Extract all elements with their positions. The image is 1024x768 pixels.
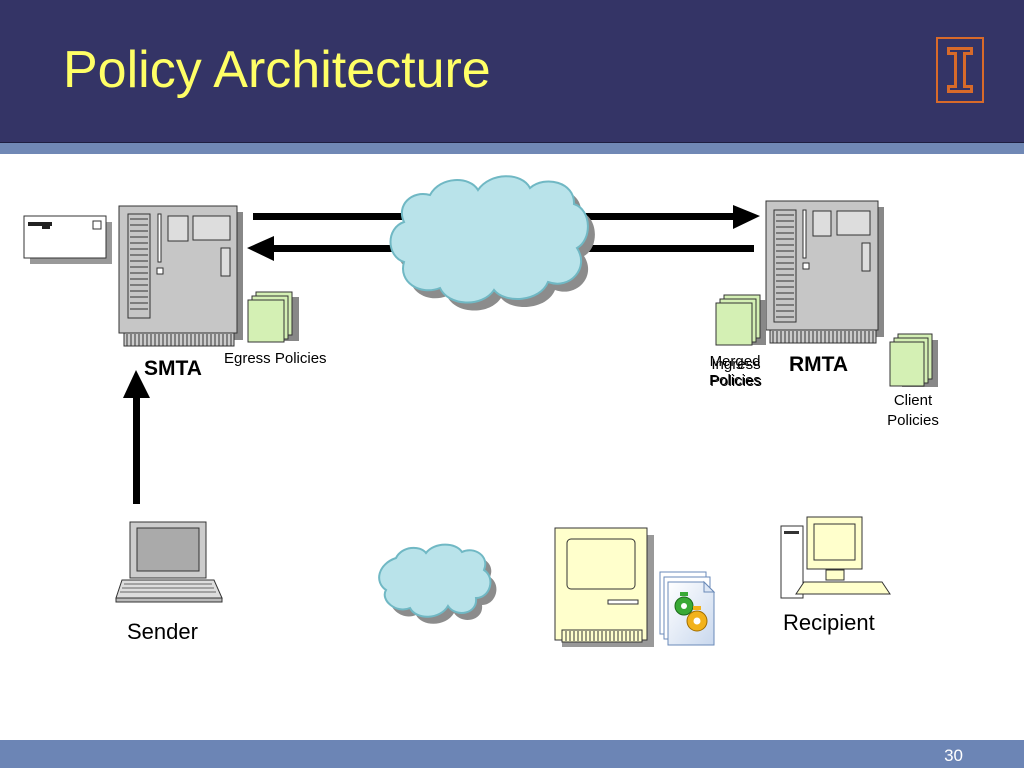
architecture-diagram: [23, 175, 938, 647]
client-policies-document-icon: [889, 333, 938, 387]
envelope-icon: [23, 215, 112, 264]
ingress-policies-label: Ingress Policies: [710, 356, 762, 390]
smta-server-icon: [118, 205, 243, 347]
rmta-server-icon: [765, 200, 884, 344]
internet-cloud-icon: [389, 175, 595, 311]
slide-title: Policy Architecture: [63, 41, 491, 99]
sender-label: Sender: [127, 619, 198, 644]
recipient-label: Recipient: [783, 610, 875, 635]
slide-footer: 30: [0, 740, 1024, 768]
ingress-policies-document-icon: [715, 294, 766, 346]
page-number: 30: [944, 746, 963, 765]
university-logo-icon: [936, 37, 984, 103]
small-cloud-icon: [378, 543, 497, 624]
client-policies-label: Client Policies: [887, 392, 939, 429]
merged-policies-label: Merged Policies: [709, 353, 761, 389]
workstation-icon: [780, 516, 891, 599]
egress-policies-label: Egress Policies: [224, 350, 327, 367]
header-stripe: [0, 143, 1024, 154]
slide-header: Policy Architecture: [0, 0, 1024, 143]
smta-label: SMTA: [144, 357, 202, 380]
egress-policies-document-icon: [247, 291, 299, 343]
laptop-icon: [115, 521, 223, 603]
policy-file-icon: [659, 571, 716, 646]
sender-up-arrow: [123, 370, 150, 504]
desktop-computer-icon: [554, 527, 654, 647]
rmta-label: RMTA: [789, 353, 849, 376]
